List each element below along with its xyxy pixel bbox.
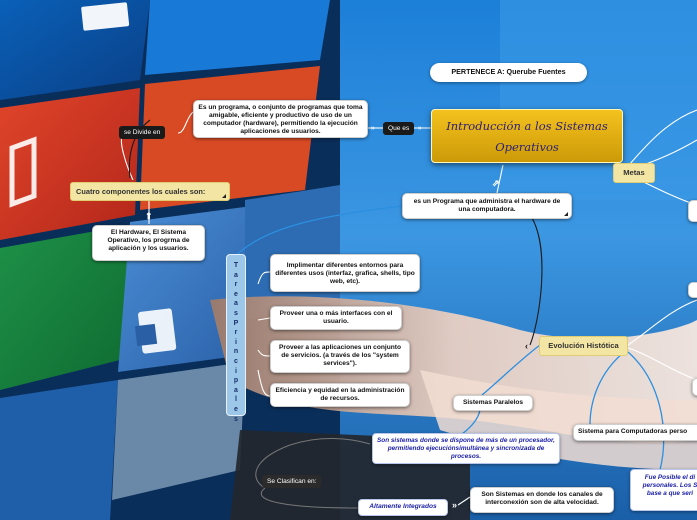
collapse-marker-icon[interactable]: ⇗ — [492, 178, 500, 188]
components-list[interactable]: El Hardware, El Sistema Operativo, los p… — [92, 225, 205, 261]
parallel-definition[interactable]: Son sistemas donde se dispone de más de … — [372, 433, 560, 464]
collapse-marker-icon[interactable]: ⇑ — [145, 211, 153, 221]
tareas-letter: s — [234, 415, 238, 423]
right-node-truncated[interactable] — [688, 200, 697, 222]
right-node-truncated[interactable] — [692, 378, 697, 396]
tareas-letter: n — [233, 348, 239, 356]
tareas-letter: s — [234, 309, 238, 317]
channels-definition[interactable]: Son Sistemas en donde los canales de int… — [470, 487, 614, 513]
se-clasifican-label[interactable]: Se Clasifican en: — [262, 475, 322, 488]
expand-corner-icon[interactable] — [564, 212, 568, 216]
tareas-letter: r — [234, 329, 238, 337]
admin-hardware-node[interactable]: es un Programa que administra el hardwar… — [402, 193, 572, 219]
main-topic[interactable]: Introducción a los Sistemas Operativos — [431, 109, 623, 163]
tareas-letter: i — [235, 338, 237, 346]
sistemas-paralelos-node[interactable]: Sistemas Paralelos — [453, 395, 533, 411]
tareas-letter: P — [233, 319, 239, 327]
task-item[interactable]: Proveer a las aplicaciones un conjunto d… — [270, 340, 410, 373]
collapse-marker-icon[interactable]: » — [418, 125, 422, 132]
se-divide-label[interactable]: se Divide en — [119, 126, 166, 139]
altamente-integrados-node[interactable]: Altamente Integrados — [358, 499, 448, 516]
task-item[interactable]: Eficiencia y equidad en la administració… — [270, 383, 410, 407]
task-item[interactable]: Proveer una o más interfaces con el usua… — [270, 306, 402, 330]
que-es-label[interactable]: Que es — [383, 122, 415, 135]
right-node-truncated[interactable] — [688, 282, 697, 298]
tareas-letter: c — [234, 357, 238, 365]
tareas-letter: a — [234, 300, 238, 308]
four-components-label: Cuatro componentes los cuales son: — [76, 187, 206, 196]
tareas-letter: T — [233, 262, 239, 269]
main-topic-title: Introducción a los Sistemas Operativos — [446, 119, 608, 154]
four-components-node[interactable]: Cuatro componentes los cuales son: — [70, 182, 230, 201]
collapse-marker-icon[interactable]: » — [452, 500, 458, 510]
evolucion-historica-node[interactable]: Evolución Histótica — [539, 336, 628, 356]
tareas-letter: a — [234, 271, 238, 279]
admin-hardware-label: es un Programa que administra el hardwar… — [413, 198, 561, 213]
belongs-to-badge: PERTENECE A: Querube Fuentes — [430, 63, 587, 82]
tareas-letter: e — [234, 405, 238, 413]
tareas-letter: l — [235, 396, 237, 404]
expand-corner-icon[interactable] — [222, 194, 226, 198]
tareas-letter: p — [233, 377, 239, 385]
program-definition[interactable]: Es un programa, o conjunto de programas … — [193, 100, 368, 138]
tareas-letter: r — [234, 281, 238, 289]
collapse-marker-icon[interactable]: ‹ — [525, 341, 528, 351]
collapse-marker-icon[interactable]: » — [371, 125, 375, 132]
task-item[interactable]: Implimentar diferentes entornos para dif… — [270, 254, 420, 292]
computadoras-personales-node[interactable]: Sistema para Computadoras perso — [573, 424, 697, 441]
tareas-letter: i — [235, 367, 237, 375]
metas-node[interactable]: Metas — [613, 163, 655, 183]
fue-posible-node[interactable]: Fue Posible el di personales. Los S base… — [630, 469, 697, 511]
tareas-letter: e — [234, 290, 238, 298]
tareas-letter: a — [234, 386, 238, 394]
